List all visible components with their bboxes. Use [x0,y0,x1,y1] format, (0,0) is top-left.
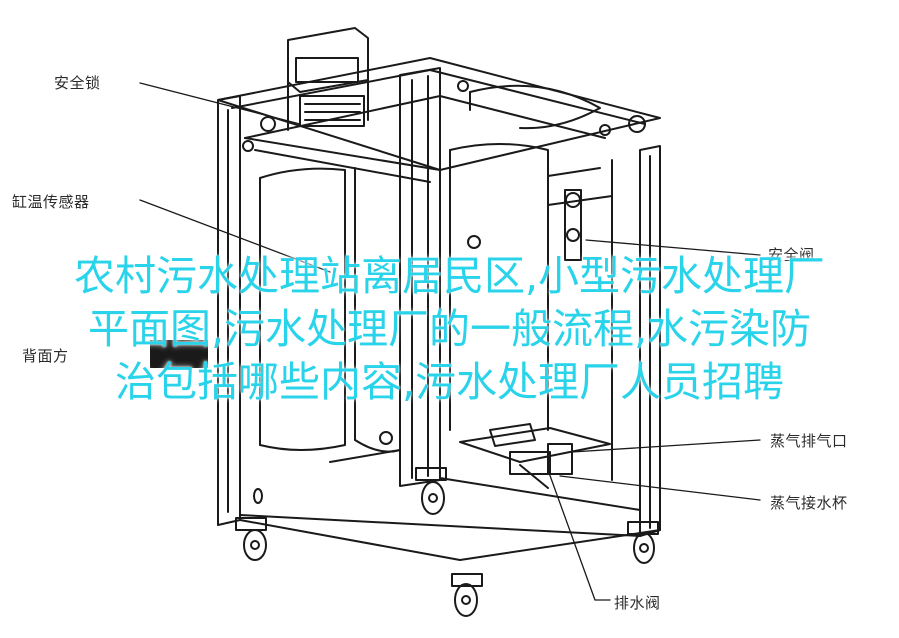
leader-temp-sensor [139,199,331,273]
label-safety-lock: 安全锁 [54,74,101,92]
overlay-title-line-1: 农村污水处理站离居民区,小型污水处理厂 [73,252,826,300]
safety-valve-column [564,189,582,261]
overlay-title-line-2: 平面图,污水处理厂的一般流程,水污染防 [87,305,812,353]
label-safety-valve: 安全阀 [768,246,815,264]
label-drain-valve: 排水阀 [614,594,661,612]
label-steam-water-cup: 蒸气接水杯 [770,494,848,512]
handle-block [150,340,208,368]
overlay-title-line-3: 治包括哪些内容,污水处理厂人员招聘 [114,358,785,406]
top-control-box [287,27,369,131]
leader-drain-valve [547,469,611,601]
caster-front [415,467,447,515]
caster-right [627,521,659,564]
caster-left [235,517,267,561]
lower-tray [239,423,661,561]
leader-steam-exhaust [571,439,761,453]
label-cylinder-temp-sensor: 缸温传感器 [12,193,90,211]
leader-safety-lock [139,82,301,125]
leader-safety-valve [585,239,761,256]
leader-steam-cup [559,475,761,501]
overlay-title: 农村污水处理站离居民区,小型污水处理厂 平面图,污水处理厂的一般流程,水污染防 … [0,250,899,409]
label-back-panel: 背面方 [22,347,69,365]
caster-bottom [451,573,483,617]
leader-lines [139,82,761,601]
label-steam-exhaust: 蒸气排气口 [770,432,848,450]
